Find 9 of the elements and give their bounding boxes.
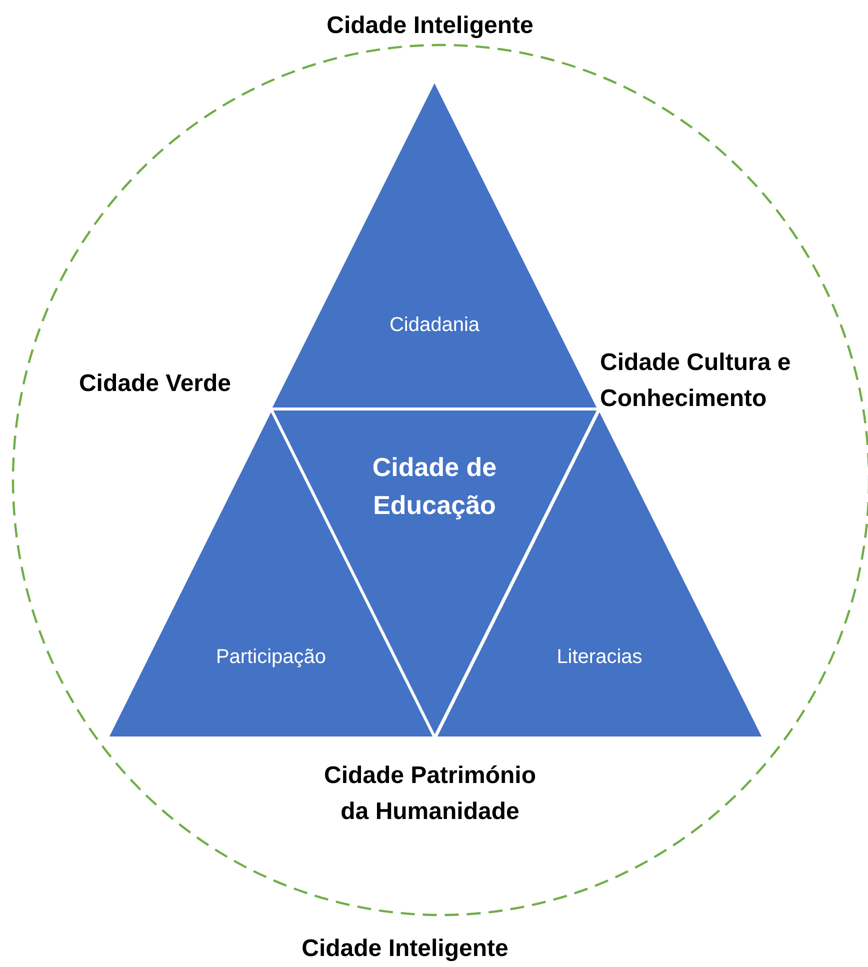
- triangle-label: Participação: [214, 645, 328, 670]
- circle-label: Cidade Património da Humanidade: [322, 761, 538, 827]
- circle-label: Cidade Inteligente: [300, 934, 510, 964]
- triangle-label: Cidadania: [388, 313, 481, 338]
- triangle-label: Literacias: [556, 645, 644, 670]
- triangle-label: Cidade de Educação: [371, 451, 498, 522]
- circle-label: Cidade Verde: [78, 369, 232, 399]
- circle-label: Cidade Inteligente: [326, 11, 534, 41]
- circle-label: Cidade Cultura e Conhecimento: [600, 348, 792, 414]
